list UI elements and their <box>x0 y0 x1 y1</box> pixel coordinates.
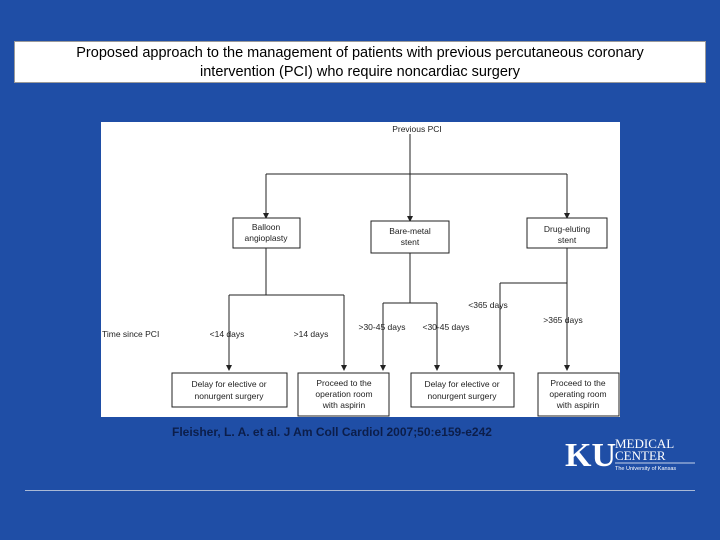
slide-title-line-1: Proposed approach to the management of p… <box>76 45 644 61</box>
proceed-2-line-1: Proceed to the <box>550 378 606 388</box>
proceed-1-line-1: Proceed to the <box>316 378 372 388</box>
root-label: Previous PCI <box>392 124 442 134</box>
gt14-label: >14 days <box>294 329 329 339</box>
delay-2-line-1: Delay for elective or <box>424 379 499 389</box>
gt365-label: >365 days <box>543 315 582 325</box>
balloon-label-2: angioplasty <box>244 233 288 243</box>
logo-ku-letters: KU <box>565 437 616 472</box>
lt365-label: <365 days <box>468 300 507 310</box>
drug-eluting-stent-box: Drug-eluting stent <box>526 217 608 249</box>
lt14-label: <14 days <box>210 329 245 339</box>
bare-metal-stent-box: Bare-metal stent <box>370 220 450 254</box>
time-since-pci-label: Time since PCI <box>102 329 159 339</box>
delay-1-line-1: Delay for elective or <box>191 379 266 389</box>
citation: Fleisher, L. A. et al. J Am Coll Cardiol… <box>172 425 492 439</box>
outcome-delay-box-1: Delay for elective or nonurgent surgery <box>171 372 288 408</box>
outcome-delay-box-2: Delay for elective or nonurgent surgery <box>410 372 515 408</box>
proceed-1-line-3: with aspirin <box>322 400 366 410</box>
bare-metal-label-1: Bare-metal <box>389 226 431 236</box>
slide-title: Proposed approach to the management of p… <box>14 41 706 83</box>
proceed-2-line-2: operating room <box>549 389 606 399</box>
connector-lines <box>226 134 570 371</box>
drug-eluting-label-1: Drug-eluting <box>544 224 591 234</box>
proceed-1-line-2: operation room <box>315 389 372 399</box>
logo-line-2: CENTER <box>615 448 666 463</box>
lt30-45-label: <30-45 days <box>422 322 469 332</box>
bare-metal-label-2: stent <box>401 237 420 247</box>
delay-2-line-2: nonurgent surgery <box>428 391 498 401</box>
footer-divider <box>25 490 695 491</box>
pci-flowchart: Previous PCI Balloon angioplasty Bare-me… <box>101 122 620 417</box>
logo-line-3: The University of Kansas <box>615 466 676 472</box>
drug-eluting-label-2: stent <box>558 235 577 245</box>
slide-title-line-2: intervention (PCI) who require noncardia… <box>200 64 520 80</box>
outcome-proceed-box-2: Proceed to the operating room with aspir… <box>537 372 620 417</box>
ku-medical-center-logo: KU MEDICAL CENTER The University of Kans… <box>565 436 705 474</box>
logo-line-1: MEDICAL <box>615 436 674 451</box>
delay-1-line-2: nonurgent surgery <box>195 391 265 401</box>
proceed-2-line-3: with aspirin <box>556 400 600 410</box>
balloon-angioplasty-box: Balloon angioplasty <box>232 217 301 249</box>
outcome-proceed-box-1: Proceed to the operation room with aspir… <box>297 372 390 417</box>
gt30-45-label: >30-45 days <box>358 322 405 332</box>
balloon-label-1: Balloon <box>252 222 281 232</box>
